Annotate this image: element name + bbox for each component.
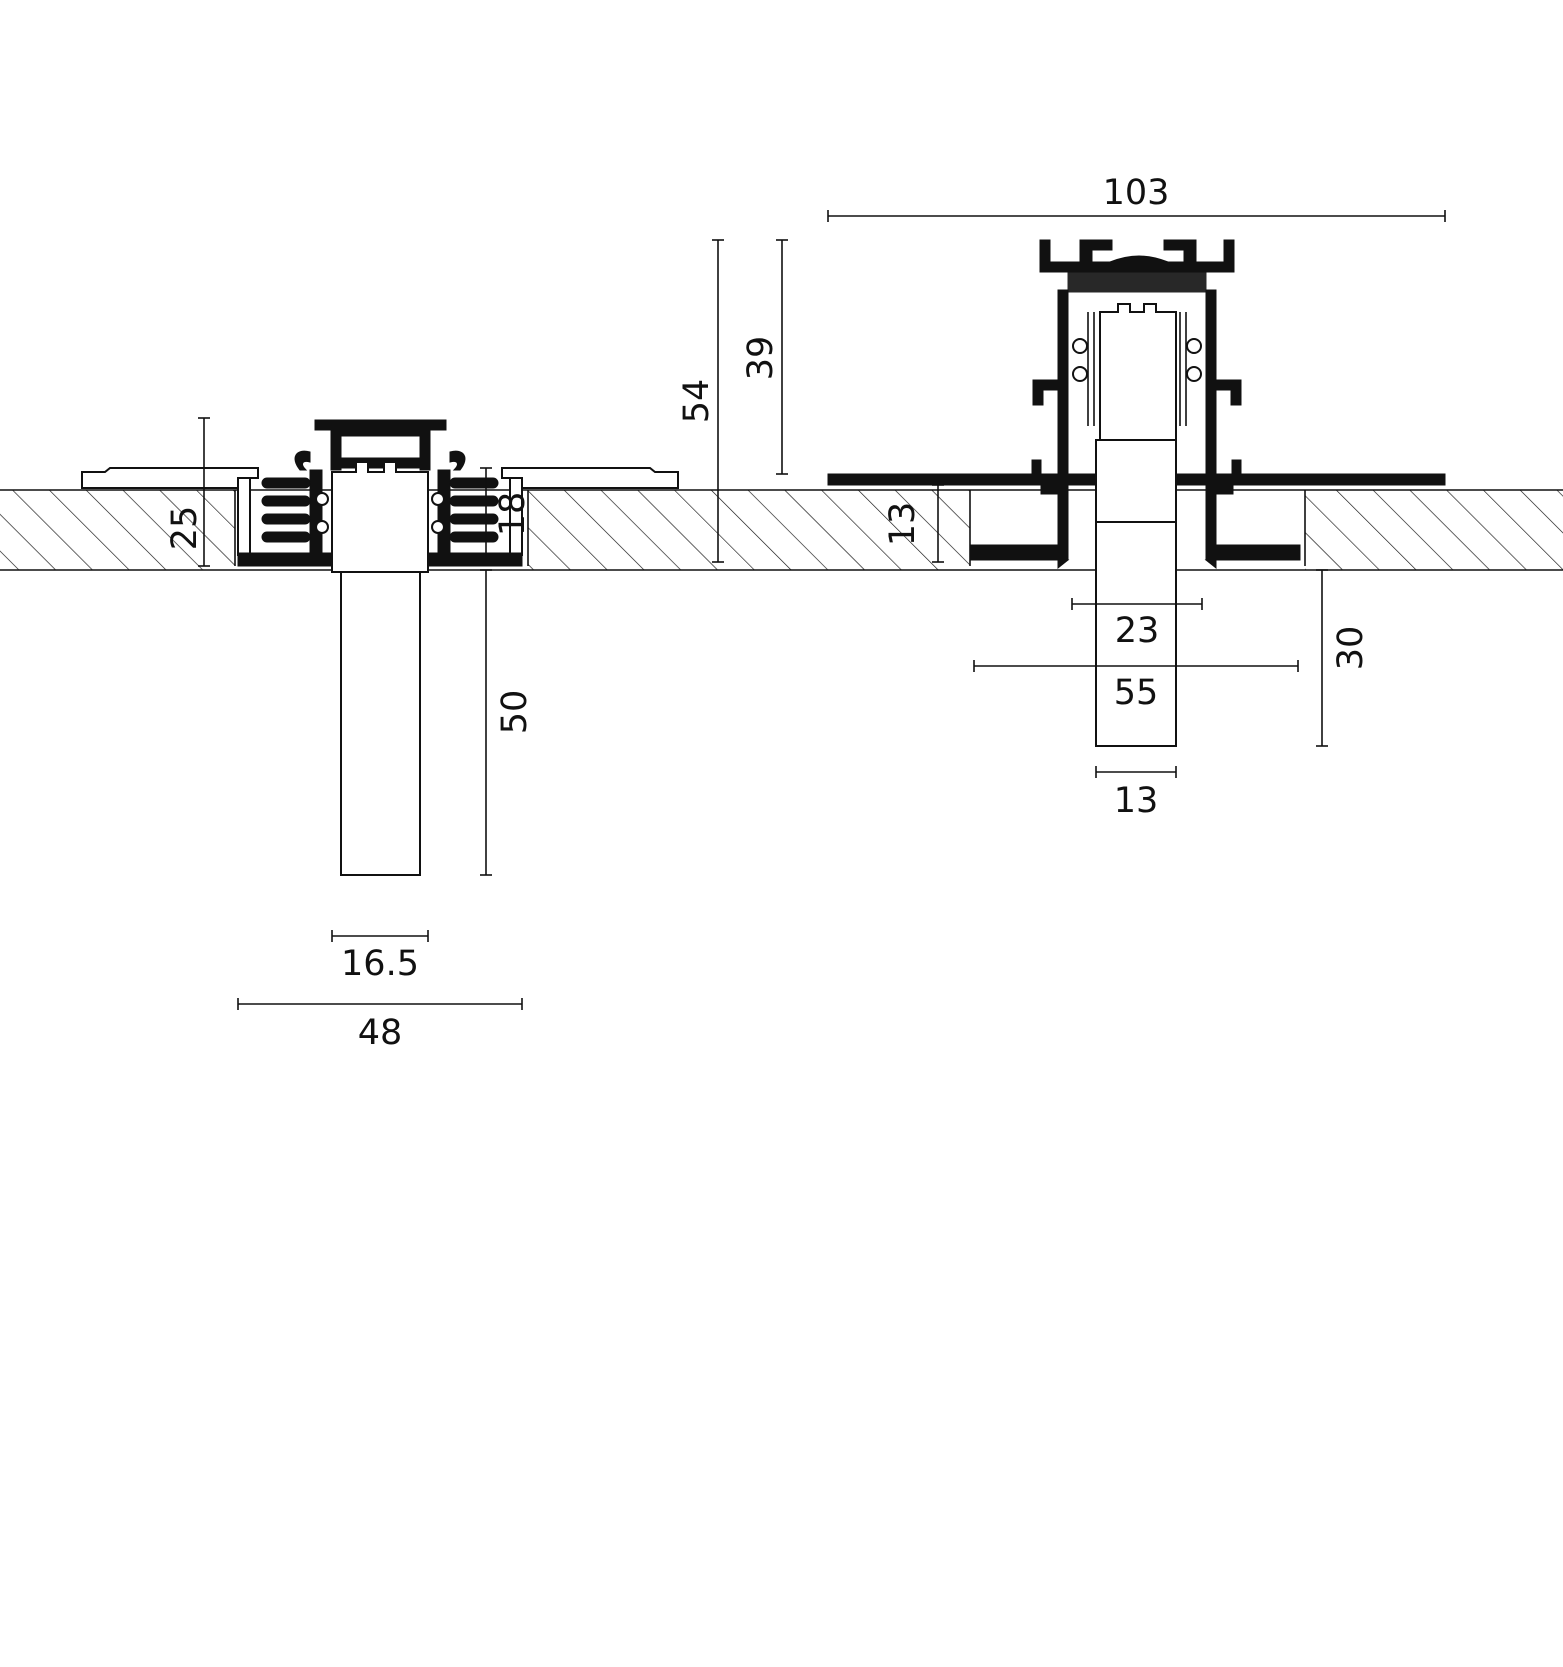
dim-left-recess-depth: 25	[165, 506, 205, 551]
dim-right-insert-width: 13	[1114, 781, 1159, 821]
dim-right-total-height: 54	[677, 379, 717, 424]
right-top-cap	[1039, 239, 1235, 273]
right-insert-upper	[1095, 439, 1177, 523]
dim-right-recess-depth: 13	[883, 502, 923, 547]
dim-right-cutout-width: 55	[1114, 673, 1159, 713]
substrate-hatch-left	[0, 490, 235, 570]
substrate-hatch-right	[1305, 490, 1563, 570]
left-insert-stem	[340, 571, 421, 876]
dim-right-insert-depth: 30	[1331, 626, 1371, 671]
dim-left-insert-width: 16.5	[341, 944, 419, 984]
left-profile	[81, 419, 679, 876]
dim-right-flange-width: 103	[1103, 173, 1170, 213]
dim-right-slot-width: 23	[1115, 611, 1160, 651]
left-flange-right	[501, 467, 679, 489]
dim-left-insert-depth: 50	[495, 690, 535, 735]
left-top-cap	[314, 419, 447, 471]
dim-left-small: 18	[493, 492, 533, 537]
dim-right-body-height: 39	[741, 336, 781, 381]
left-flange-left	[81, 467, 259, 489]
ceiling-substrate	[0, 489, 1563, 571]
right-profile	[827, 239, 1446, 747]
dim-left-overall-width: 48	[358, 1013, 403, 1053]
left-dimensions: 25 18 50 16.5 48	[165, 417, 535, 1053]
left-insert-head	[331, 461, 429, 573]
substrate-hatch-middle	[528, 490, 970, 570]
right-insert-stem	[1095, 521, 1177, 747]
right-dimensions: 103 54 39 13 23 55 13 30	[677, 173, 1446, 821]
